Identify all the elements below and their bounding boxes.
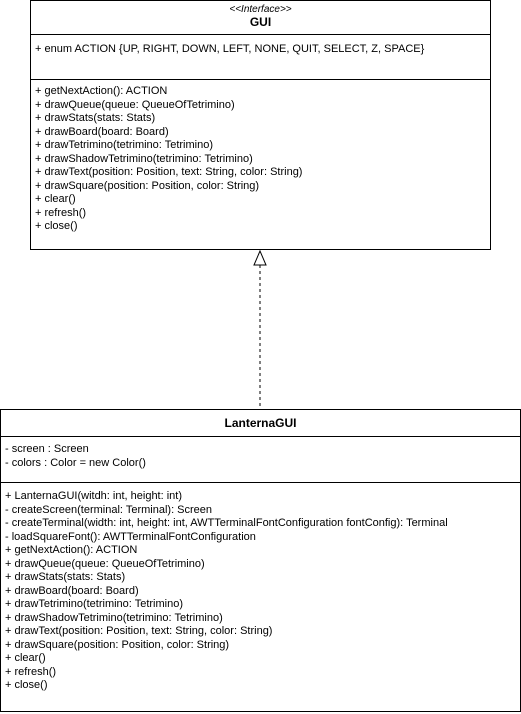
lanterna-method: + drawStats(stats: Stats) (5, 571, 126, 583)
interface-stereotype: <<Interface>> (229, 4, 292, 15)
gui-method: + drawBoard(board: Board) (35, 125, 169, 138)
lanterna-method: + drawText(position: Position, text: Str… (5, 625, 273, 637)
gui-attribute: + enum ACTION {UP, RIGHT, DOWN, LEFT, NO… (35, 43, 425, 55)
lanterna-method: + getNextAction(): ACTION (5, 544, 138, 556)
lanterna-method: + LanternaGUI(witdh: int, height: int) (5, 490, 183, 502)
gui-method: + getNextAction(): ACTION (35, 85, 168, 97)
gui-method: + close() (35, 220, 78, 232)
lanterna-method: + drawQueue(queue: QueueOfTetrimino) (5, 557, 205, 570)
lanterna-gui-class[interactable]: LanternaGUI - screen : Screen- colors : … (0, 409, 521, 712)
gui-class-header: <<Interface>> GUI (31, 1, 490, 35)
lanterna-method: + drawTetrimino(tetrimino: Tetrimino) (5, 598, 183, 610)
gui-methods-section: + getNextAction(): ACTION+ drawQueue(que… (31, 80, 490, 234)
gui-method: + drawTetrimino(tetrimino: Tetrimino) (35, 139, 213, 151)
lanterna-class-header: LanternaGUI (1, 410, 520, 437)
gui-interface-class[interactable]: <<Interface>> GUI + enum ACTION {UP, RIG… (30, 0, 491, 250)
lanterna-method: - createTerminal(width: int, height: int… (5, 517, 448, 529)
lanterna-class-name: LanternaGUI (224, 416, 297, 430)
lanterna-methods-section: + LanternaGUI(witdh: int, height: int)- … (1, 483, 520, 693)
lanterna-method: - loadSquareFont(): AWTTerminalFontConfi… (5, 530, 256, 543)
lanterna-attribute: - screen : Screen (5, 443, 89, 455)
lanterna-method: + refresh() (5, 665, 57, 678)
gui-method: + refresh() (35, 206, 87, 219)
lanterna-attribute: - colors : Color = new Color() (5, 456, 146, 469)
lanterna-method: + drawBoard(board: Board) (5, 584, 139, 597)
gui-method: + drawText(position: Position, text: Str… (35, 166, 303, 178)
lanterna-method: + clear() (5, 652, 46, 664)
lanterna-method: + close() (5, 679, 48, 691)
lanterna-method: - createScreen(terminal: Terminal): Scre… (5, 503, 213, 516)
gui-method: + drawShadowTetrimino(tetrimino: Tetrimi… (35, 152, 253, 165)
lanterna-attributes-section: - screen : Screen- colors : Color = new … (1, 437, 520, 483)
gui-method: + clear() (35, 193, 76, 205)
gui-method: + drawStats(stats: Stats) (35, 112, 156, 124)
gui-class-name: GUI (249, 15, 272, 29)
gui-attributes-section: + enum ACTION {UP, RIGHT, DOWN, LEFT, NO… (31, 35, 490, 80)
gui-method: + drawSquare(position: Position, color: … (35, 179, 260, 192)
gui-method: + drawQueue(queue: QueueOfTetrimino) (35, 98, 235, 111)
lanterna-method: + drawShadowTetrimino(tetrimino: Tetrimi… (5, 611, 223, 624)
lanterna-method: + drawSquare(position: Position, color: … (5, 638, 230, 651)
realization-arrowhead-icon (253, 249, 267, 266)
